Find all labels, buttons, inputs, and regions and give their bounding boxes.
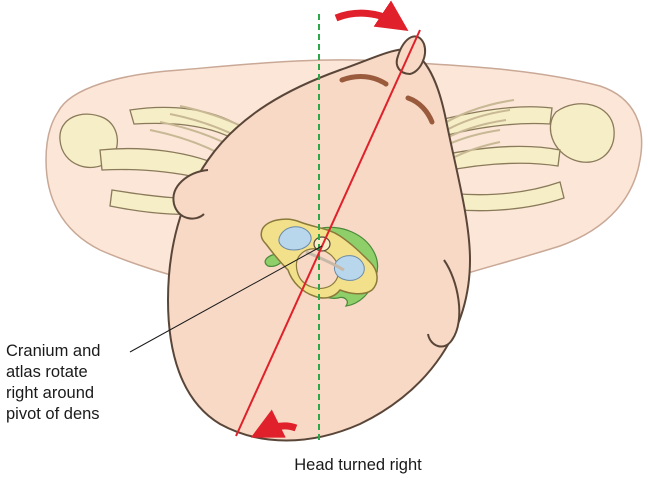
callout-line: Cranium and: [6, 341, 146, 362]
callout-label: Cranium and atlas rotate right around pi…: [6, 341, 146, 425]
caption: Head turned right: [0, 455, 648, 476]
callout-line: atlas rotate: [6, 362, 146, 383]
top-rotation-arrow: [336, 13, 398, 24]
callout-line: right around: [6, 383, 146, 404]
callout-line: pivot of dens: [6, 404, 146, 425]
caption-text: Head turned right: [294, 456, 422, 474]
